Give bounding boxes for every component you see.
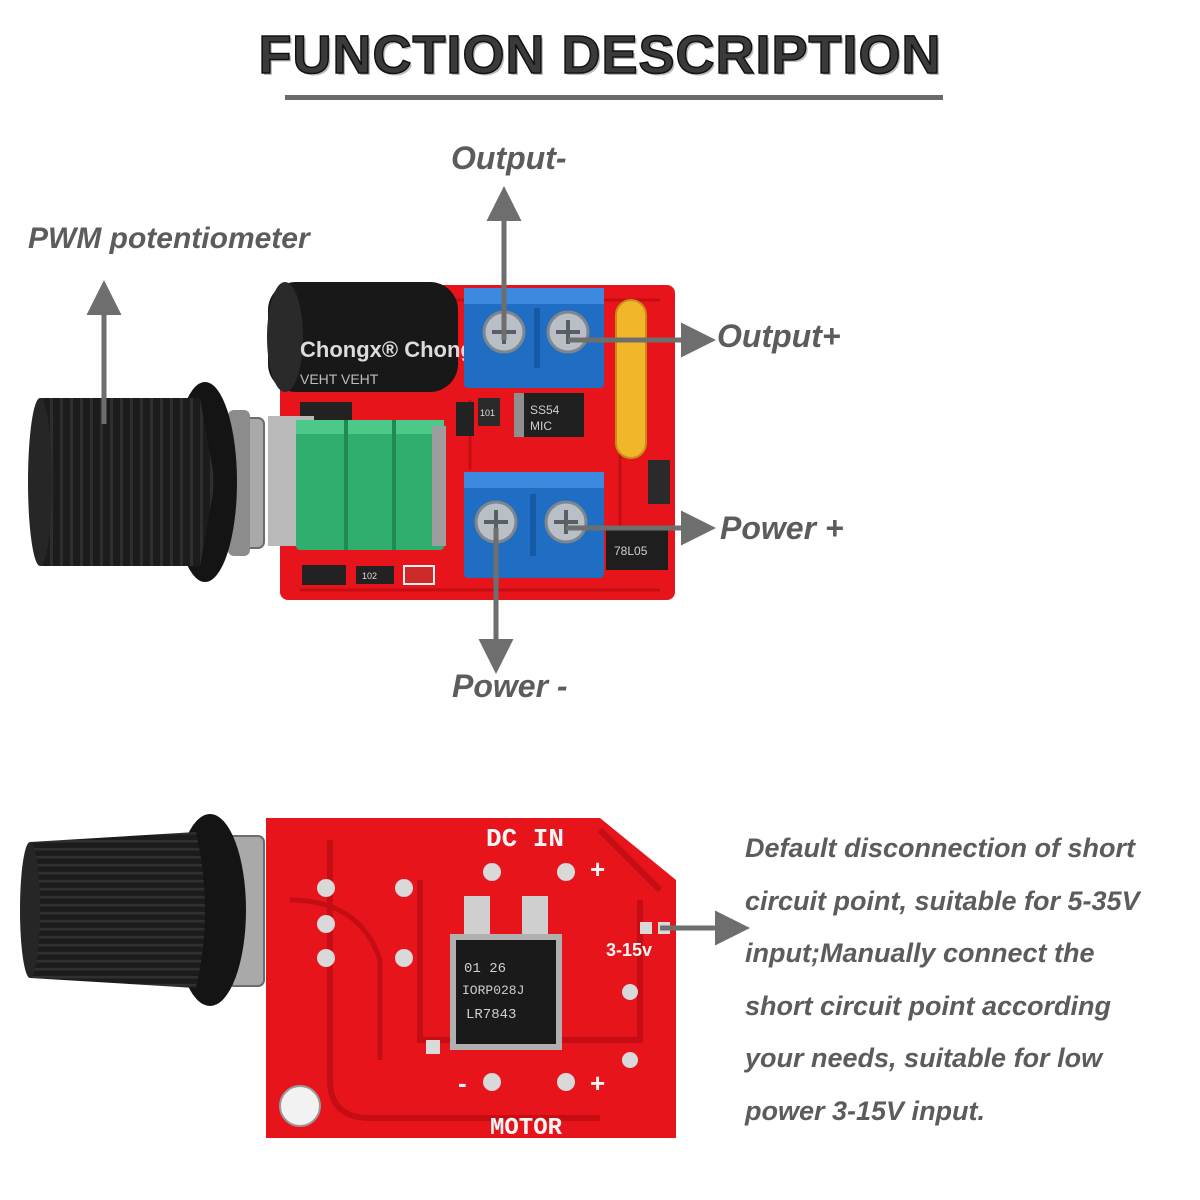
short-circuit-description: Default disconnection of short circuit p… — [745, 822, 1195, 1137]
description-line: your needs, suitable for low — [745, 1043, 1103, 1073]
top-board: Chongx® Chongx VEHT VEHT SS54 MIC 101 10… — [28, 282, 675, 600]
mosfet-chip: 01 26 IORP028J LR7843 — [450, 896, 562, 1050]
bottom-board: 01 26 IORP028J LR7843 DC IN MOTOR + + - … — [20, 814, 676, 1142]
smd-diode: SS54 MIC — [514, 393, 584, 437]
chip-line-1: LR7843 — [466, 1007, 516, 1023]
label-power-plus: Power + — [720, 510, 844, 546]
mounting-hole — [279, 1085, 321, 1127]
power-terminal-block — [464, 472, 604, 578]
diode-marking-2: MIC — [530, 419, 552, 433]
voltage-regulator: 78L05 — [606, 528, 668, 570]
bottom-knob — [20, 814, 265, 1006]
regulator-marking: 78L05 — [614, 544, 648, 558]
capacitor-brand-text: Chongx® Chongx — [300, 337, 487, 362]
dc-in-plus: + — [590, 854, 605, 884]
resistor-marking-1: 102 — [362, 571, 377, 581]
ceramic-capacitor — [615, 299, 647, 459]
top-arrows — [86, 186, 716, 674]
resistor-marking-2: 101 — [480, 408, 495, 418]
description-line: Default disconnection of short — [745, 833, 1136, 863]
smd-resistor-a — [456, 402, 474, 436]
page-title: FUNCTION DESCRIPTION — [258, 24, 942, 86]
capacitor-series-text: VEHT VEHT — [300, 371, 379, 387]
chip-line-3: 01 26 — [464, 961, 506, 977]
smd-part-bl1 — [302, 565, 346, 585]
description-line: circuit point, suitable for 5-35V — [745, 885, 1140, 916]
dc-in-label: DC IN — [486, 824, 564, 854]
smd-resistor-b — [478, 398, 500, 426]
diode-marking: SS54 — [530, 403, 560, 417]
description-line: short circuit point according — [745, 990, 1112, 1021]
jumper-label: 3-15v — [606, 940, 652, 960]
label-output-plus: Output+ — [717, 318, 841, 354]
pwm-potentiometer — [268, 416, 446, 550]
motor-plus: + — [590, 1068, 605, 1098]
smd-diode-small — [300, 402, 352, 420]
description-line: power 3-15V input. — [745, 1095, 986, 1126]
label-pwm-potentiometer: PWM potentiometer — [28, 222, 310, 255]
smd-cap-right — [648, 460, 670, 504]
description-line: input;Manually connect the — [745, 938, 1095, 968]
label-power-minus: Power - — [452, 668, 568, 704]
title-underline — [285, 95, 943, 100]
potentiometer-knob — [28, 382, 265, 582]
motor-minus: - — [458, 1068, 467, 1098]
smd-part-bl2 — [356, 566, 394, 584]
chip-line-2: IORP028J — [462, 983, 524, 998]
smd-led — [403, 565, 435, 585]
electrolytic-capacitor: Chongx® Chongx VEHT VEHT — [267, 282, 487, 392]
label-output-minus: Output- — [451, 140, 567, 176]
motor-label: MOTOR — [490, 1115, 563, 1142]
